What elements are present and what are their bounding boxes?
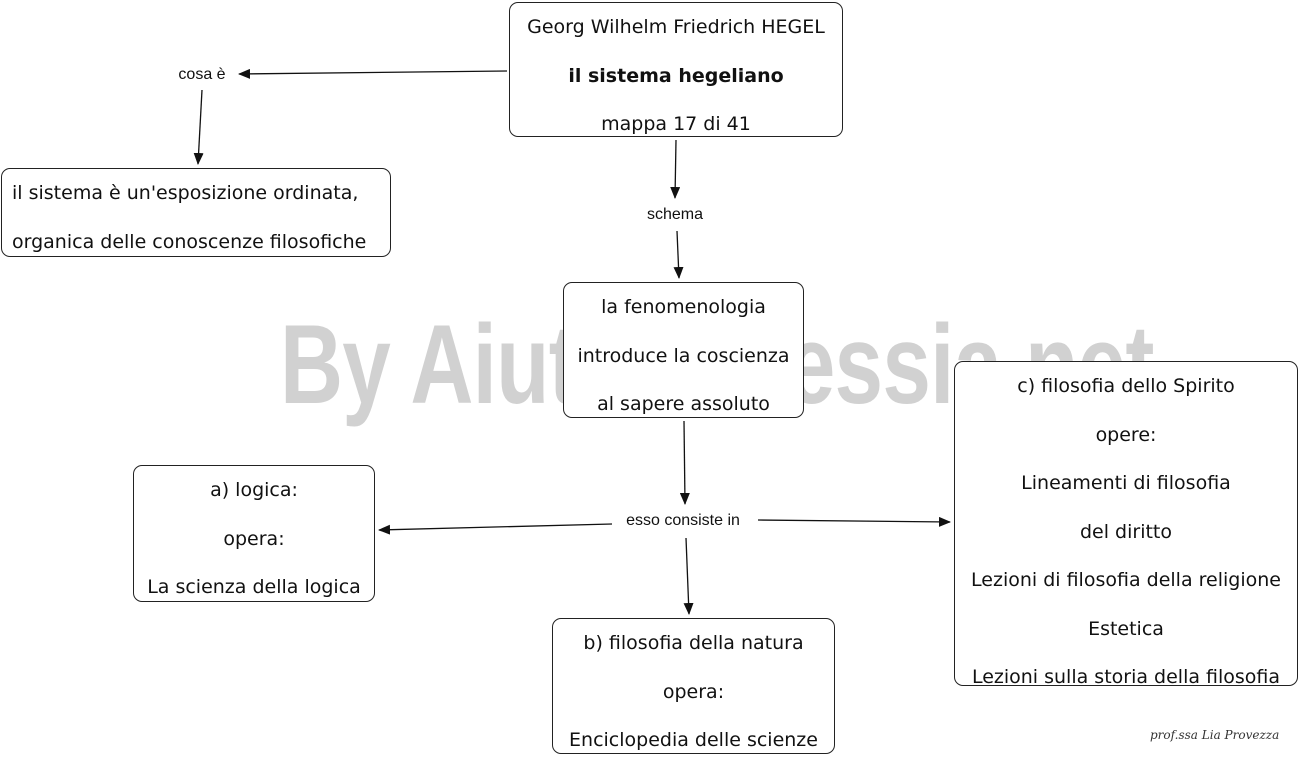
node-title-author: Georg Wilhelm Friedrich HEGEL bbox=[527, 16, 825, 38]
node-logic-line3: La scienza della logica bbox=[147, 576, 361, 598]
node-definition: il sistema è un'esposizione ordinata, or… bbox=[1, 168, 391, 257]
node-nature: b) filosofia della natura opera: Enciclo… bbox=[552, 618, 835, 754]
node-logic-line1: a) logica: bbox=[210, 479, 298, 501]
link-label-esso-consiste-in: esso consiste in bbox=[622, 512, 744, 530]
edge-consists-to-nature bbox=[683, 537, 694, 615]
edge-phenomenology-to-consists bbox=[679, 420, 690, 505]
node-spirit-line4: del diritto bbox=[1079, 520, 1173, 543]
link-label-schema: schema bbox=[642, 206, 708, 224]
node-phenomenology-line2: introduce la coscienza bbox=[577, 344, 790, 367]
edge-title-to-whatis bbox=[238, 68, 508, 79]
node-title: Georg Wilhelm Friedrich HEGEL il sistema… bbox=[509, 2, 843, 137]
node-definition-line2: organica delle conoscenze filosofiche bbox=[12, 230, 367, 253]
node-nature-line1: b) filosofia della natura bbox=[583, 632, 804, 654]
node-spirit-line2: opere: bbox=[1095, 423, 1157, 446]
node-spirit-line5: Lezioni di filosofia della religione bbox=[971, 569, 1281, 591]
edge-consists-to-logic bbox=[378, 523, 613, 535]
node-phenomenology-line3: al sapere assoluto bbox=[597, 393, 770, 415]
node-nature-line3: Enciclopedia delle scienze bbox=[569, 729, 818, 751]
node-spirit-line7: Lezioni sulla storia della filosofia bbox=[971, 666, 1281, 688]
link-label-cosa-e: cosa è bbox=[174, 66, 230, 84]
node-spirit: c) filosofia dello Spirito opere: Lineam… bbox=[954, 361, 1298, 688]
edge-whatis-to-definition bbox=[193, 89, 204, 165]
node-logic: a) logica: opera: La scienza della logic… bbox=[133, 465, 375, 602]
edge-schema-to-phenomenology bbox=[673, 230, 684, 279]
node-spirit-line6: Estetica bbox=[1088, 617, 1164, 640]
node-title-subject: il sistema hegeliano bbox=[568, 64, 784, 87]
author-signature: prof.ssa Lia Provezza bbox=[1150, 728, 1280, 742]
node-spirit-line1: c) filosofia dello Spirito bbox=[1017, 375, 1235, 397]
edge-title-to-schema bbox=[670, 139, 681, 199]
node-spirit-line3: Lineamenti di filosofia bbox=[1021, 472, 1231, 494]
node-nature-line2: opera: bbox=[662, 680, 725, 703]
node-logic-line2: opera: bbox=[223, 527, 285, 550]
node-phenomenology: la fenomenologia introduce la coscienza … bbox=[563, 282, 804, 418]
edge-consists-to-spirit bbox=[757, 516, 951, 527]
node-phenomenology-line1: la fenomenologia bbox=[601, 296, 766, 318]
node-title-map-number: mappa 17 di 41 bbox=[601, 113, 751, 135]
node-definition-line1: il sistema è un'esposizione ordinata, bbox=[12, 182, 359, 204]
